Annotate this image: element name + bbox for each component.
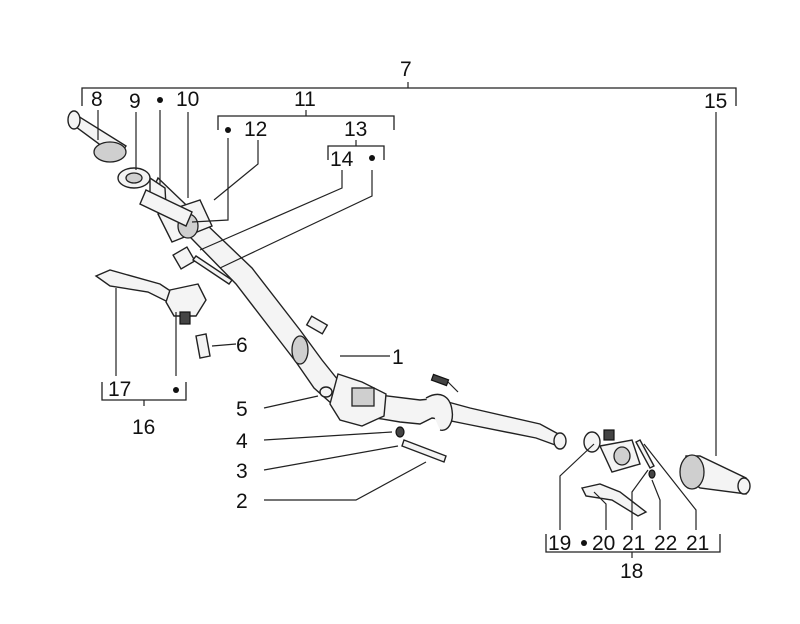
- callout-15: 15: [704, 90, 727, 113]
- callout-18: 18: [620, 560, 643, 583]
- brackets: [81, 82, 737, 558]
- callout-21-left: 21: [622, 532, 645, 555]
- callout-7: 7: [400, 58, 412, 81]
- callout-10: 10: [176, 88, 199, 111]
- callout-12: 12: [244, 118, 267, 141]
- callout-14: 14: [330, 148, 354, 171]
- bolt: [401, 439, 447, 463]
- right-grip: [679, 454, 751, 495]
- left-brake-lever: [94, 269, 180, 303]
- callout-6: 6: [236, 334, 248, 357]
- leader-lines: [97, 110, 717, 530]
- left-master-cylinder: [165, 283, 207, 325]
- callout-17: 17: [108, 378, 131, 401]
- callout-19: 19: [548, 532, 571, 555]
- bracket-18: [545, 534, 721, 553]
- callout-9: 9: [129, 90, 141, 113]
- callout-8: 8: [91, 88, 103, 111]
- long-screw: [191, 255, 234, 285]
- callout-2: 2: [236, 490, 248, 513]
- pin: [195, 333, 211, 359]
- callout-dots: [157, 97, 587, 546]
- parts-drawing: [67, 110, 751, 517]
- callout-16: 16: [132, 416, 155, 439]
- right-switch-housing: [598, 439, 641, 473]
- callout-5: 5: [236, 398, 248, 421]
- bushing: [583, 431, 601, 453]
- callout-13: 13: [344, 118, 367, 141]
- callout-21-right: 21: [686, 532, 709, 555]
- callout-22: 22: [654, 532, 677, 555]
- throttle-tube: [139, 189, 193, 227]
- handlebar-tube: [149, 176, 567, 450]
- callout-numbers: 7 8 9 10 11 12 13 14 15 17 16 6 1 5 4 3 …: [91, 58, 727, 583]
- left-grip: [67, 110, 127, 163]
- bracket-7: [81, 87, 737, 106]
- callout-1: 1: [392, 346, 404, 369]
- callout-11: 11: [294, 88, 316, 111]
- callout-4: 4: [236, 430, 248, 453]
- callout-20: 20: [592, 532, 615, 555]
- right-brake-lever: [580, 483, 648, 517]
- callout-3: 3: [236, 460, 248, 483]
